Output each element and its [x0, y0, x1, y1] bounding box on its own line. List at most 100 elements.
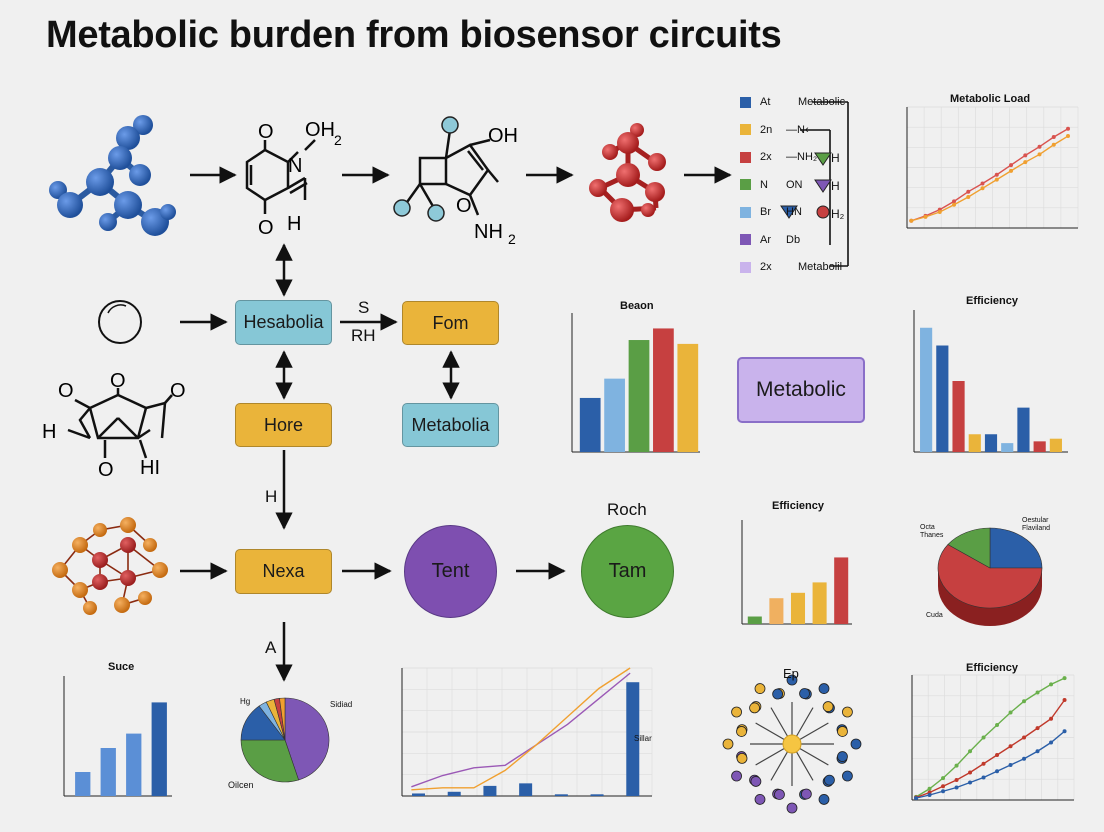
chart-bar [447, 791, 461, 796]
network-node [786, 802, 798, 814]
legend-right-h2: H [831, 179, 840, 193]
data-point [952, 202, 957, 207]
legend-code: 2x [760, 151, 772, 163]
chem2-sub2: 2 [508, 231, 516, 247]
data-point [968, 780, 973, 785]
chem3-hi: HI [140, 457, 160, 479]
chart8-bar-label: Sillar [634, 734, 652, 743]
chart-bar [653, 328, 674, 452]
data-point [981, 735, 986, 740]
chart-bar [628, 340, 650, 452]
legend-text: —N‹ [786, 123, 809, 136]
chart-bar [590, 794, 604, 796]
data-point [981, 761, 986, 766]
chart-bar [677, 343, 699, 452]
chart-bar [626, 682, 640, 796]
chart-title-efficiency-1: Efficiency [966, 295, 1018, 307]
series-line [915, 677, 1065, 798]
network-node [837, 751, 848, 762]
chart-bar [1049, 438, 1062, 452]
network-node [736, 752, 748, 764]
chart-title-efficiency-3: Efficiency [966, 662, 1018, 674]
metabolia-box: Metabolia [402, 403, 499, 447]
empty-circle-icon [98, 300, 142, 344]
data-point [1051, 135, 1056, 140]
data-point [995, 753, 1000, 757]
pie-slice [279, 697, 286, 741]
network-node [736, 726, 747, 737]
chem2-oh: OH [488, 125, 518, 147]
network-node [772, 688, 784, 700]
data-point [1009, 168, 1014, 173]
chart-bar [920, 327, 933, 452]
legend-text: Metabolic [798, 96, 846, 108]
legend-swatch [740, 124, 751, 135]
network-node [774, 789, 785, 800]
series-line [915, 699, 1066, 799]
pie2-label-oilcen: Oilcen [228, 780, 254, 790]
h-label: H [265, 487, 278, 506]
rh-label: RH [351, 326, 376, 345]
series-line [911, 135, 1069, 222]
chart-bar [579, 397, 601, 452]
legend-code: Ar [760, 233, 771, 246]
network-node [842, 770, 853, 782]
data-point [981, 775, 986, 780]
chart-bar [812, 582, 827, 624]
chart-bar [412, 793, 425, 796]
chem1-oh2: OH [305, 119, 335, 141]
network-node [799, 688, 810, 699]
data-point [1051, 142, 1056, 147]
chem3-o-bot: O [98, 459, 114, 481]
data-point [909, 218, 914, 223]
chem2-nh2: NH [474, 221, 503, 243]
fom-box: Fom [402, 301, 499, 345]
legend-text: ON [786, 178, 803, 191]
data-point [1022, 699, 1027, 704]
legend-text: —NH₂ [786, 151, 818, 163]
network-diagram-icon [722, 674, 862, 814]
data-point [1035, 749, 1040, 754]
data-point [995, 723, 1000, 727]
chemical-structure-3 [67, 388, 173, 459]
chart-bar [75, 772, 91, 796]
data-point [941, 784, 946, 789]
legend-code: 2x [760, 261, 772, 273]
data-point [1009, 163, 1014, 168]
atom-cyan-icon [393, 199, 411, 217]
data-point [1008, 744, 1013, 749]
data-point [1008, 763, 1013, 767]
chem3-o1: O [58, 380, 74, 402]
legend-row: 2n —N‹ [740, 124, 809, 136]
triangle-purple-icon [814, 179, 832, 193]
legend-code: 2n [760, 123, 773, 136]
chem3-o3: O [170, 380, 186, 402]
chart-bar [769, 598, 784, 624]
legend-swatch [740, 96, 751, 108]
atom-cyan-icon [441, 116, 459, 134]
roch-label: Roch [607, 500, 647, 519]
data-point [1049, 682, 1054, 687]
chart-title-beaon: Beaon [620, 300, 654, 312]
network-node [800, 788, 812, 800]
pie-slice [989, 527, 1043, 569]
chem3-o2: O [110, 370, 126, 392]
data-point [994, 177, 999, 182]
chem1-h: H [287, 213, 301, 235]
data-point [941, 789, 946, 794]
chart-bar [126, 733, 142, 796]
network-node [750, 776, 762, 787]
data-point [914, 796, 919, 801]
data-point [968, 770, 973, 775]
nexa-box: Nexa [235, 549, 332, 594]
blue-molecule-icon [49, 115, 176, 236]
chart-bar [151, 702, 167, 796]
legend-row: 2x —NH₂ [740, 151, 817, 163]
legend-text: Db [786, 233, 801, 246]
data-point [937, 210, 942, 215]
series-line [411, 672, 631, 788]
data-point [927, 786, 932, 791]
